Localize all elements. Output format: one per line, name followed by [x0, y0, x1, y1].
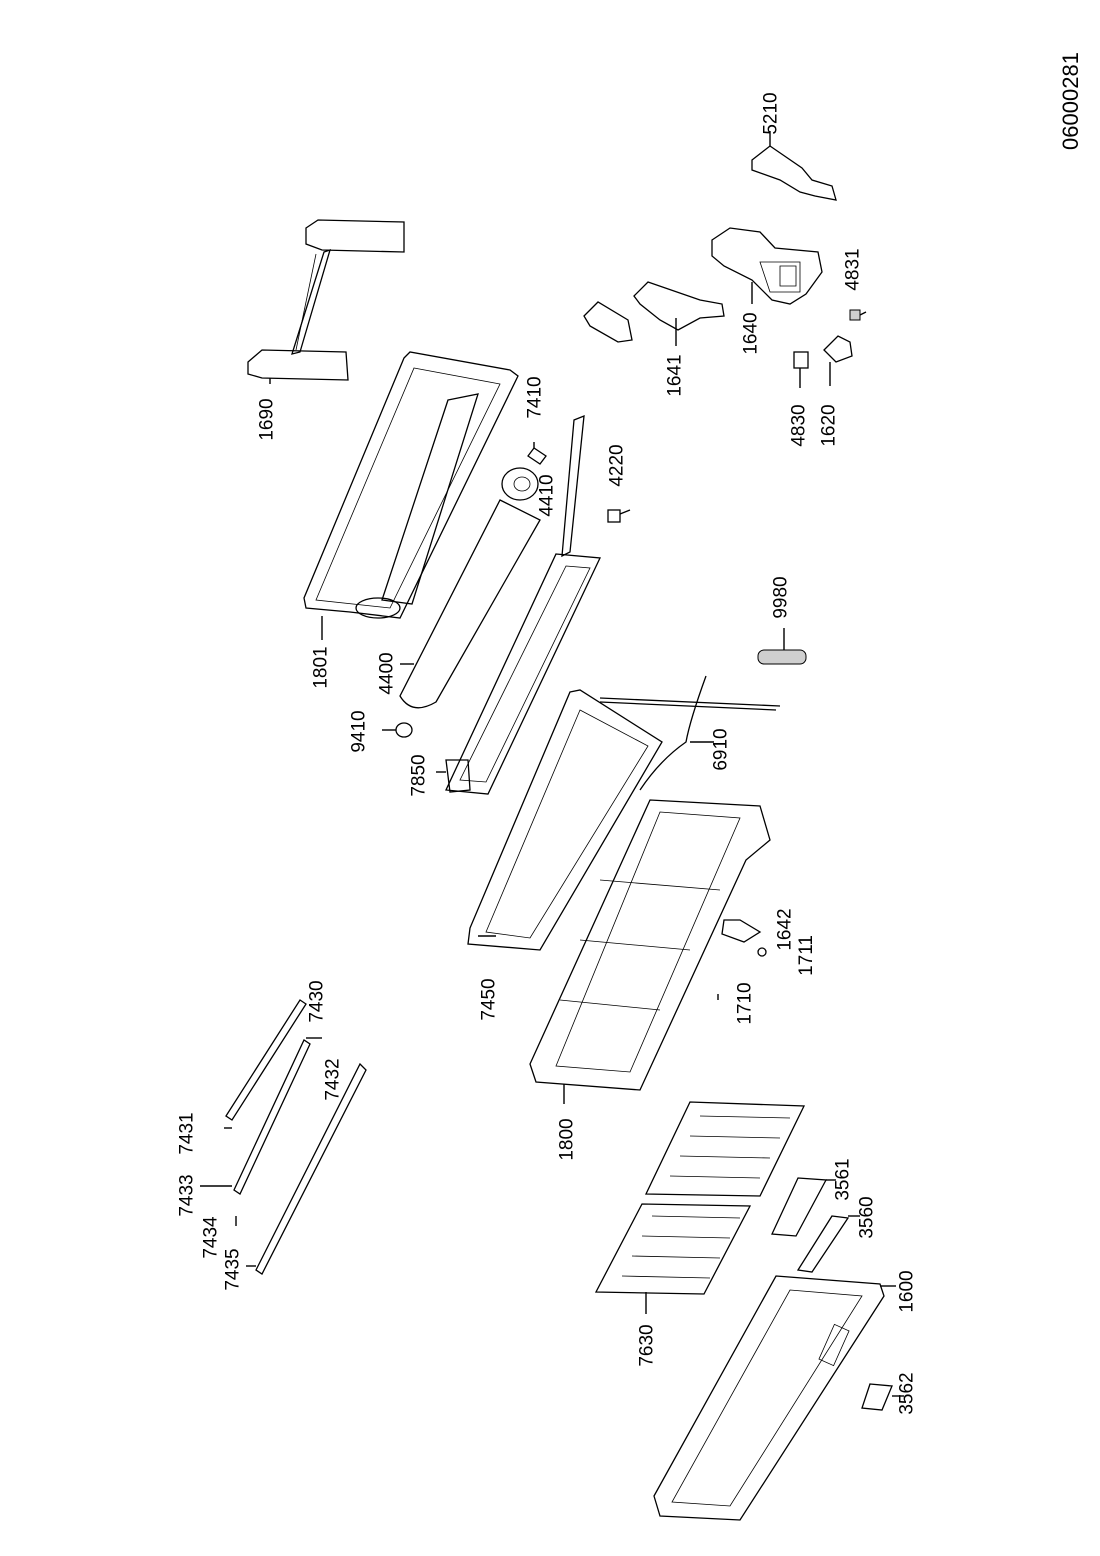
part-4400-tangential-fan: [399, 499, 541, 709]
callout-1641: 1641: [664, 354, 686, 397]
callout-3562: 3562: [896, 1372, 918, 1415]
callout-6910: 6910: [710, 728, 732, 771]
callout-1640: 1640: [740, 312, 762, 355]
part-1642: [721, 919, 762, 943]
callout-7850: 7850: [408, 754, 430, 797]
part-7850-evaporator: [436, 414, 601, 795]
part-7450-front-frame: [467, 689, 663, 951]
part-3561: [771, 1177, 836, 1237]
callout-3560: 3560: [856, 1196, 878, 1239]
callout-1690: 1690: [256, 398, 278, 441]
callout-4220: 4220: [606, 444, 628, 487]
callout-1600: 1600: [896, 1270, 918, 1313]
callout-1801: 1801: [310, 646, 332, 689]
callout-7433: 7433: [176, 1174, 198, 1217]
callout-1710: 1710: [734, 982, 756, 1025]
part-7630-filters: [594, 1101, 806, 1314]
callout-5210: 5210: [760, 92, 782, 135]
part-1800-front-body: [529, 799, 771, 1104]
part-7410: [527, 442, 547, 465]
part-9980-remote: [757, 628, 807, 665]
callout-4400: 4400: [376, 652, 398, 695]
callout-7435: 7435: [222, 1248, 244, 1291]
callout-7434: 7434: [200, 1216, 222, 1259]
part-1711: [757, 947, 767, 957]
part-3560: [796, 1215, 860, 1273]
part-4220: [607, 509, 631, 523]
part-9410: [382, 722, 413, 738]
part-3562: [861, 1383, 904, 1411]
part-4831: [849, 309, 867, 321]
document-number: 06000281: [1057, 52, 1083, 150]
callout-1800: 1800: [556, 1118, 578, 1161]
callout-7410: 7410: [524, 376, 546, 419]
part-7430-louver-set: [200, 999, 367, 1275]
callout-1642: 1642: [774, 908, 796, 951]
part-1641-bracket: [583, 281, 725, 346]
part-4410-fan-motor: [501, 467, 539, 501]
callout-7450: 7450: [478, 978, 500, 1021]
part-5210-insulation: [751, 131, 837, 201]
callout-7430: 7430: [306, 980, 328, 1023]
part-6910-cable: [599, 675, 781, 791]
callout-7630: 7630: [636, 1324, 658, 1367]
callout-3561: 3561: [832, 1158, 854, 1201]
callout-4410: 4410: [536, 474, 558, 517]
callout-4831: 4831: [842, 248, 864, 291]
callout-1620: 1620: [818, 404, 840, 447]
callout-1711: 1711: [795, 935, 817, 976]
callout-7432: 7432: [322, 1058, 344, 1101]
callout-9410: 9410: [348, 710, 370, 753]
part-1690-mounting-plate: [247, 219, 405, 384]
callout-7431: 7431: [176, 1112, 198, 1155]
part-1620: [823, 335, 853, 386]
callout-4830: 4830: [788, 404, 810, 447]
callout-9980: 9980: [770, 576, 792, 619]
part-1801-chassis: [303, 351, 519, 640]
part-1640-control-box: [711, 227, 823, 305]
part-1600-front-cover: [653, 1275, 896, 1521]
part-4830: [793, 351, 809, 388]
